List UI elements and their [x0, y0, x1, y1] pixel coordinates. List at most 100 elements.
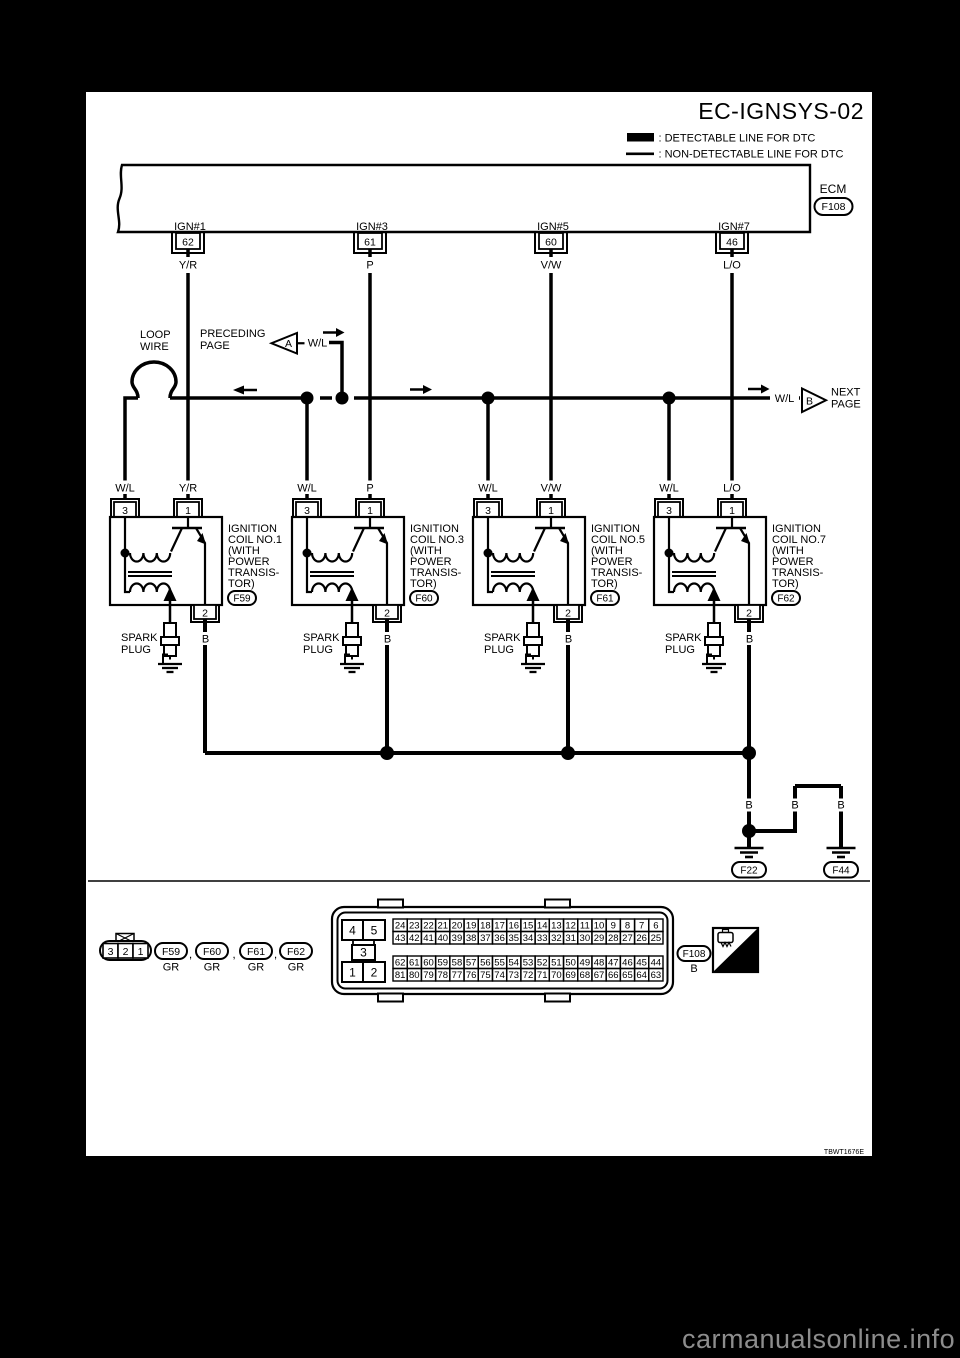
- pin-number: 18: [480, 921, 491, 932]
- spark-plug-label: PLUG: [303, 644, 333, 656]
- arrow-right-icon: [423, 385, 432, 394]
- pin-number: 23: [409, 921, 420, 932]
- ecm-terminal-pin: 46: [726, 237, 738, 249]
- diode-arrow-icon: [163, 587, 177, 601]
- pin-number: 51: [551, 958, 562, 969]
- wiring-diagram: EC-IGNSYS-02 : DETECTABLE LINE FOR DTC :…: [88, 98, 870, 1156]
- pin-number: 9: [611, 921, 616, 932]
- pin-number: 3: [108, 946, 114, 958]
- wire-color-label: B: [791, 800, 798, 812]
- junction-dot: [664, 548, 674, 558]
- transistor-arrow-icon: [741, 533, 750, 545]
- spark-plug-label: PLUG: [484, 644, 514, 656]
- wire-color-label: L/O: [723, 483, 741, 495]
- pin-number: 64: [636, 970, 647, 981]
- connector-id: F62: [777, 594, 795, 605]
- coil-name: TRANSIS-: [772, 567, 824, 579]
- ecm-connector-oval: [813, 197, 854, 216]
- junction-dot: [483, 548, 493, 558]
- wire-color-label: V/W: [541, 260, 562, 272]
- pin-number: 4: [349, 924, 356, 938]
- connector-id: F44: [832, 866, 850, 877]
- pin-number: 80: [409, 970, 420, 981]
- spark-plug-label: SPARK: [484, 632, 521, 644]
- wire-color-label: P: [366, 483, 373, 495]
- pin-number: 5: [371, 924, 378, 938]
- pin-number: 58: [452, 958, 463, 969]
- wire-color-label: B: [745, 800, 752, 812]
- ecm-terminal-name: IGN#7: [718, 221, 750, 233]
- page-title: EC-IGNSYS-02: [698, 98, 864, 124]
- pin-number: 73: [509, 970, 520, 981]
- pin-number: 28: [608, 933, 619, 944]
- pin-cell: [648, 967, 664, 982]
- connector-color: GR: [163, 962, 180, 974]
- ecm-terminal-name: IGN#3: [356, 221, 388, 233]
- pin-number: 79: [423, 970, 434, 981]
- wire-color-label: B: [837, 800, 844, 812]
- coil-terminal-pin: 2: [202, 608, 208, 620]
- spark-plug-label: SPARK: [303, 632, 340, 644]
- hs-label: H.S.: [731, 956, 754, 970]
- pin-number: 19: [466, 921, 477, 932]
- pin-number: 40: [437, 933, 448, 944]
- pin-number: 14: [537, 921, 548, 932]
- page-marker-triangle-icon: [801, 386, 829, 414]
- wire-color-label: W/L: [775, 393, 795, 405]
- pin-number: 63: [651, 970, 662, 981]
- junction-dot: [742, 824, 756, 838]
- coil-terminal-pin: 1: [548, 505, 554, 517]
- junction-dot: [302, 548, 312, 558]
- pin-number: 56: [480, 958, 491, 969]
- loop-wire-label: LOOP: [140, 329, 171, 341]
- junction-dot: [120, 548, 130, 558]
- pin-number: 48: [594, 958, 605, 969]
- pin-number: 46: [622, 958, 633, 969]
- pin-number: 37: [480, 933, 491, 944]
- arrow-left-icon: [233, 385, 244, 395]
- coil-terminal-pin: 2: [565, 608, 571, 620]
- legend-thick-line-sample: [627, 133, 654, 142]
- connector-id: F60: [415, 594, 433, 605]
- pin-number: 2: [371, 966, 378, 980]
- wire-color-label: W/L: [308, 338, 328, 350]
- ecm-terminal-pin: 61: [364, 237, 376, 249]
- pin-number: 25: [651, 933, 662, 944]
- ecm-connector-oval: [676, 945, 712, 962]
- legend-non-detectable-label: : NON-DETECTABLE LINE FOR DTC: [659, 148, 844, 160]
- loop-wire-shape: [130, 360, 178, 399]
- coil-box: [108, 515, 224, 607]
- pin-number: 43: [395, 933, 406, 944]
- connector-tab: [377, 898, 404, 909]
- coil-name: TOR): [228, 578, 255, 590]
- page-marker-triangle-icon: [268, 331, 298, 355]
- connector-tab: [544, 898, 571, 909]
- pin-number: 7: [639, 921, 644, 932]
- ecm-connector-id: F108: [822, 201, 846, 213]
- pin-number: 39: [452, 933, 463, 944]
- svg-text:PAGE: PAGE: [831, 399, 861, 411]
- pin-number: 60: [423, 958, 434, 969]
- coil-name: IGNITION: [772, 523, 821, 535]
- comma: ,: [189, 947, 192, 961]
- pin-number: 8: [625, 921, 630, 932]
- coil-name: COIL NO.3: [410, 534, 464, 546]
- wire-color-label: Y/R: [179, 483, 197, 495]
- pin-number: 34: [523, 933, 534, 944]
- transistor-arrow-icon: [560, 533, 569, 545]
- coil-name: COIL NO.5: [591, 534, 645, 546]
- coil-connector-ids: F59 GR , F60 GR , F61 GR , F62 GR: [154, 942, 313, 974]
- coil-box: [290, 515, 406, 607]
- pin-number: 3: [360, 946, 367, 960]
- coil-terminal-pin: 1: [367, 505, 373, 517]
- pin-number: 20: [452, 921, 463, 932]
- pin-number: 1: [138, 946, 144, 958]
- pin-number: 54: [509, 958, 520, 969]
- pin-number: 24: [395, 921, 406, 932]
- wire-color-label: B: [565, 634, 572, 646]
- connector-color: GR: [204, 962, 221, 974]
- pin-number: 30: [580, 933, 591, 944]
